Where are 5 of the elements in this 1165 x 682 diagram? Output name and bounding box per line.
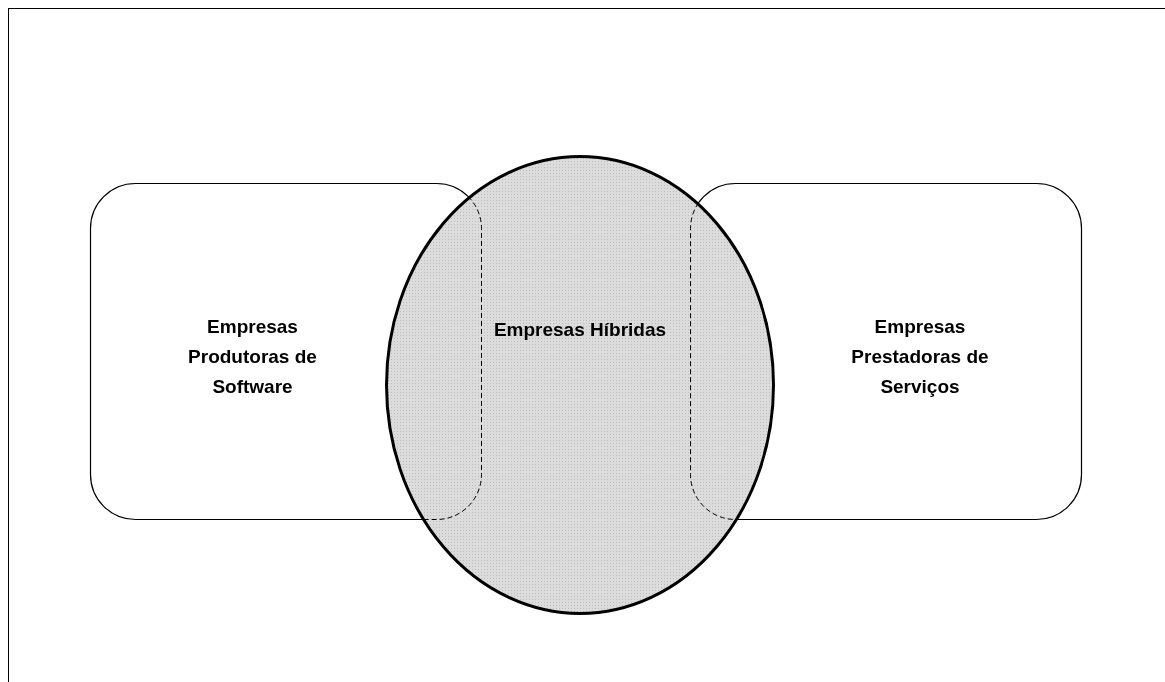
node-label: Empresas Híbridas: [492, 318, 668, 342]
category-box: [690, 183, 1082, 520]
category-ellipse: [385, 155, 775, 615]
node-label: Empresas Prestadoras de Serviços: [850, 315, 990, 399]
node-label: Empresas Produtoras de Software: [187, 315, 318, 399]
